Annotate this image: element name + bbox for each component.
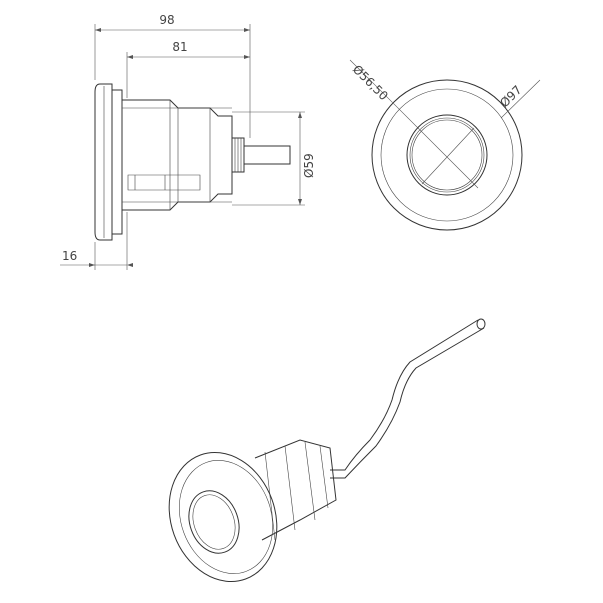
isometric-view <box>168 318 486 583</box>
dim-56-50-label: Ø56,50 <box>350 62 391 103</box>
front-view: Ø56,50 Ø97 <box>349 59 541 231</box>
dim-97-label: Ø97 <box>497 83 524 110</box>
dim-59-label: Ø59 <box>302 153 316 178</box>
side-dimensions: 98 81 16 Ø59 <box>60 13 316 270</box>
dim-16-label: 16 <box>62 249 77 263</box>
dim-98-label: 98 <box>159 13 174 27</box>
dim-81-label: 81 <box>172 40 187 54</box>
side-view <box>94 83 291 241</box>
